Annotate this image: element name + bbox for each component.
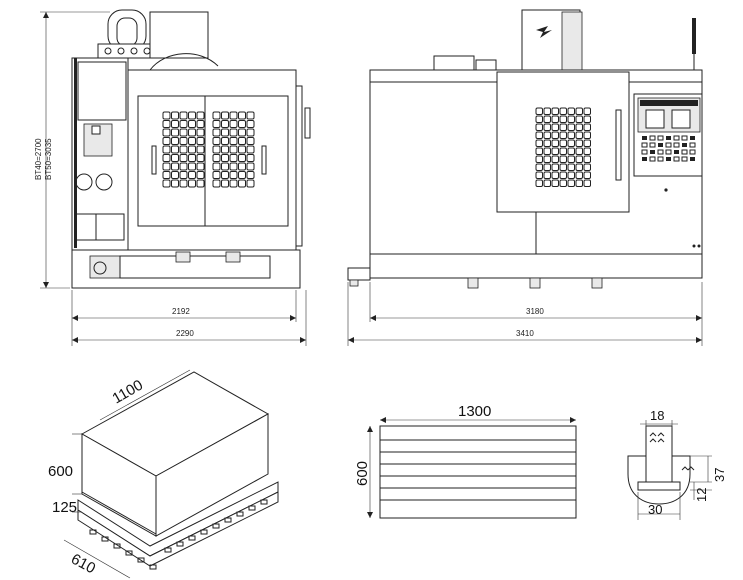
- shipping-crate: [63, 369, 279, 579]
- front-width-inner-label: 3180: [526, 307, 544, 316]
- slot-width-top-label: 18: [650, 408, 664, 423]
- front-width-outer-label: 3410: [516, 329, 534, 338]
- crate-width-label: 610: [68, 551, 98, 578]
- crate-base-height-label: 125: [52, 499, 77, 516]
- work-table: [367, 417, 577, 519]
- height-bt40-label: BT40=2700: [34, 138, 43, 180]
- front-view: [347, 9, 703, 346]
- side-view: [40, 9, 311, 346]
- slot-width-bottom-label: 30: [648, 502, 662, 517]
- side-window-right: [212, 111, 255, 188]
- height-bt50-label: BT50=3035: [44, 138, 53, 180]
- side-depth-inner-label: 2192: [172, 307, 190, 316]
- t-slot-detail: [627, 420, 712, 520]
- table-width-label: 600: [354, 461, 371, 486]
- slot-neck-label: 12: [694, 488, 709, 502]
- slot-depth-label: 37: [712, 468, 727, 482]
- front-window: [535, 107, 591, 187]
- side-depth-outer-label: 2290: [176, 329, 194, 338]
- side-window-left: [162, 111, 205, 188]
- crate-height-label: 600: [48, 463, 73, 480]
- table-length-label: 1300: [458, 403, 491, 420]
